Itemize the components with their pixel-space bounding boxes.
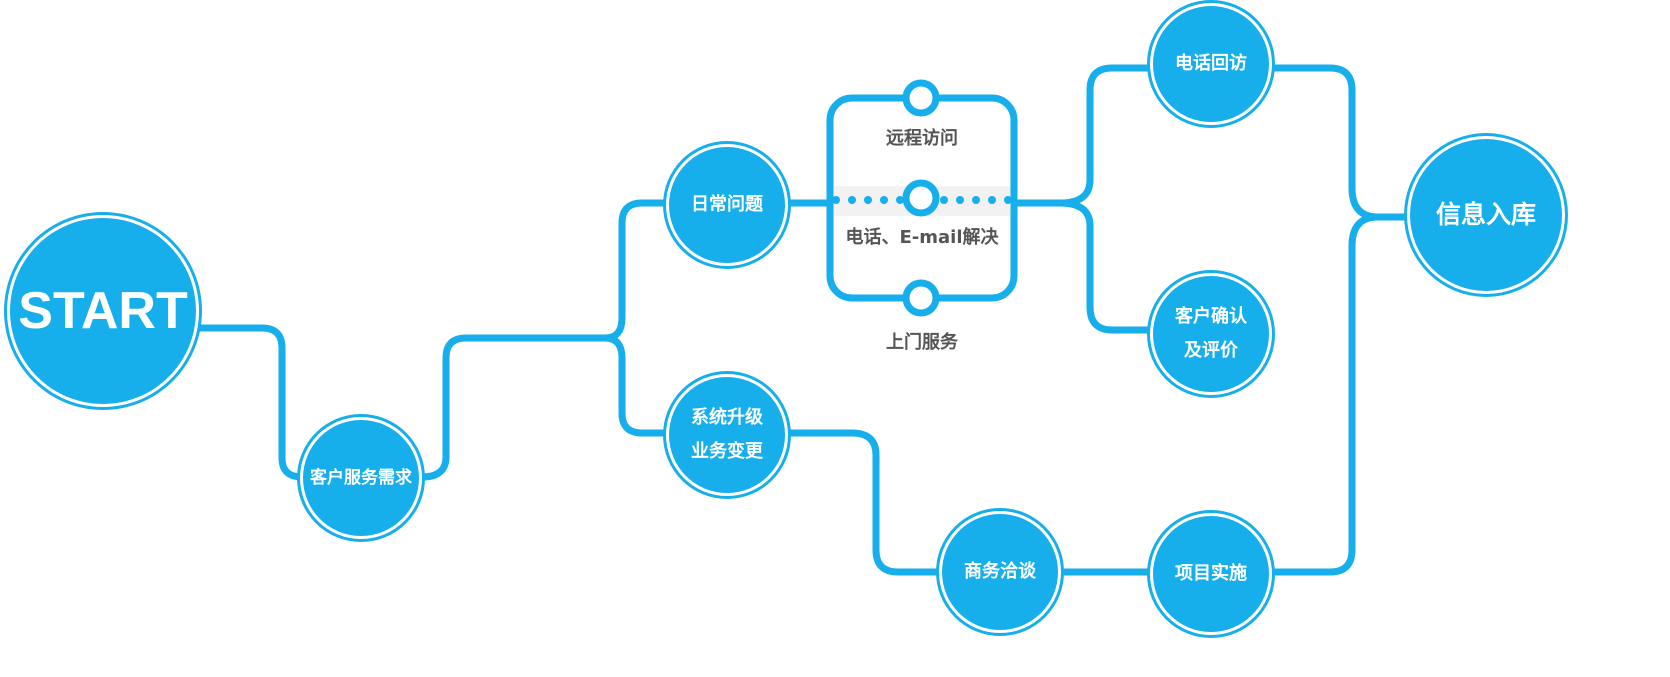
customer-need-node: 客户服务需求 bbox=[303, 420, 419, 536]
connector-implementation-to-merge bbox=[1268, 213, 1382, 576]
connector-to-callback bbox=[1086, 64, 1154, 184]
implementation-node: 项目实施 bbox=[1153, 516, 1269, 632]
start-label: START bbox=[18, 282, 188, 340]
upgrade-label-line1: 系统升级 bbox=[691, 407, 763, 428]
archive-label: 信息入库 bbox=[1435, 200, 1536, 229]
phone-callback-label: 电话回访 bbox=[1175, 53, 1247, 74]
channel-dot-remote bbox=[902, 79, 940, 117]
customer-confirm-label-line1: 客户确认 bbox=[1175, 306, 1247, 327]
upgrade-node: 系统升级 业务变更 bbox=[669, 377, 785, 493]
daily-issue-label: 日常问题 bbox=[691, 194, 763, 215]
channel-label-phone-email: 电话、E-mail解决 bbox=[845, 227, 999, 248]
connector-upgrade-to-negotiation bbox=[785, 429, 944, 576]
daily-issue-node: 日常问题 bbox=[669, 147, 785, 263]
connector-box-to-branch bbox=[1010, 176, 1094, 207]
customer-confirm-node: 客户确认 及评价 bbox=[1153, 276, 1269, 392]
connector-need-to-branch bbox=[418, 334, 609, 481]
dotted-path bbox=[832, 196, 1012, 204]
customer-confirm-label-line2: 及评价 bbox=[1184, 340, 1238, 361]
negotiation-label: 商务洽谈 bbox=[964, 561, 1036, 582]
phone-callback-node: 电话回访 bbox=[1153, 6, 1269, 122]
archive-node: 信息入库 bbox=[1410, 139, 1562, 291]
connector-branch-to-daily bbox=[601, 199, 671, 342]
channel-dot-onsite bbox=[902, 279, 940, 317]
channel-dot-phone-email bbox=[902, 179, 940, 217]
channel-label-remote: 远程访问 bbox=[886, 128, 958, 149]
customer-need-label: 客户服务需求 bbox=[310, 468, 412, 488]
implementation-label: 项目实施 bbox=[1175, 563, 1247, 584]
connector-to-confirm bbox=[1056, 199, 1154, 334]
start-node: START bbox=[10, 218, 196, 404]
connector-start-to-need bbox=[196, 324, 306, 481]
negotiation-node: 商务洽谈 bbox=[942, 514, 1058, 630]
connector-callback-to-merge bbox=[1268, 64, 1382, 221]
connector-branch-to-upgrade bbox=[601, 334, 671, 437]
upgrade-label-line2: 业务变更 bbox=[691, 441, 763, 462]
channel-label-onsite: 上门服务 bbox=[886, 332, 958, 353]
